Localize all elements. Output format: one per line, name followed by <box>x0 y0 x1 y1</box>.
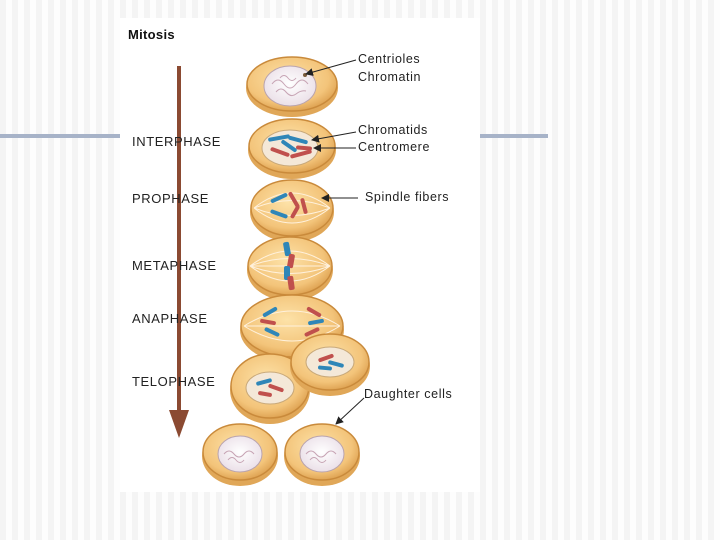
label-chromatin: Chromatin <box>358 70 422 84</box>
label-chromatids: Chromatids <box>358 123 428 137</box>
cell-prophase <box>250 179 334 242</box>
cell-metaphase <box>247 236 333 301</box>
label-centrioles: Centrioles <box>358 52 421 66</box>
cell-telophase <box>230 333 370 424</box>
daughter-cell-left <box>202 423 278 486</box>
label-spindle-fibers: Spindle fibers <box>365 190 450 204</box>
cell-interphase <box>246 56 338 117</box>
daughter-cell-right <box>284 423 360 486</box>
divider-line-right <box>480 134 548 138</box>
label-pointers <box>305 59 365 425</box>
label-centromere: Centromere <box>358 140 430 154</box>
diagram-title: Mitosis <box>128 27 175 42</box>
stage-label-metaphase: METAPHASE <box>132 258 217 273</box>
divider-line-left <box>0 134 120 138</box>
stage-label-prophase: PROPHASE <box>132 191 210 206</box>
label-daughter-cells: Daughter cells <box>364 387 453 401</box>
progression-arrow <box>169 66 189 438</box>
stage-label-anaphase: ANAPHASE <box>132 311 208 326</box>
stage-label-interphase: INTERPHASE <box>132 134 222 149</box>
mitosis-diagram-panel: Mitosis <box>120 18 480 492</box>
mitosis-illustration <box>169 56 370 486</box>
stage-label-telophase: TELOPHASE <box>132 374 216 389</box>
cell-chromatids <box>248 118 336 179</box>
